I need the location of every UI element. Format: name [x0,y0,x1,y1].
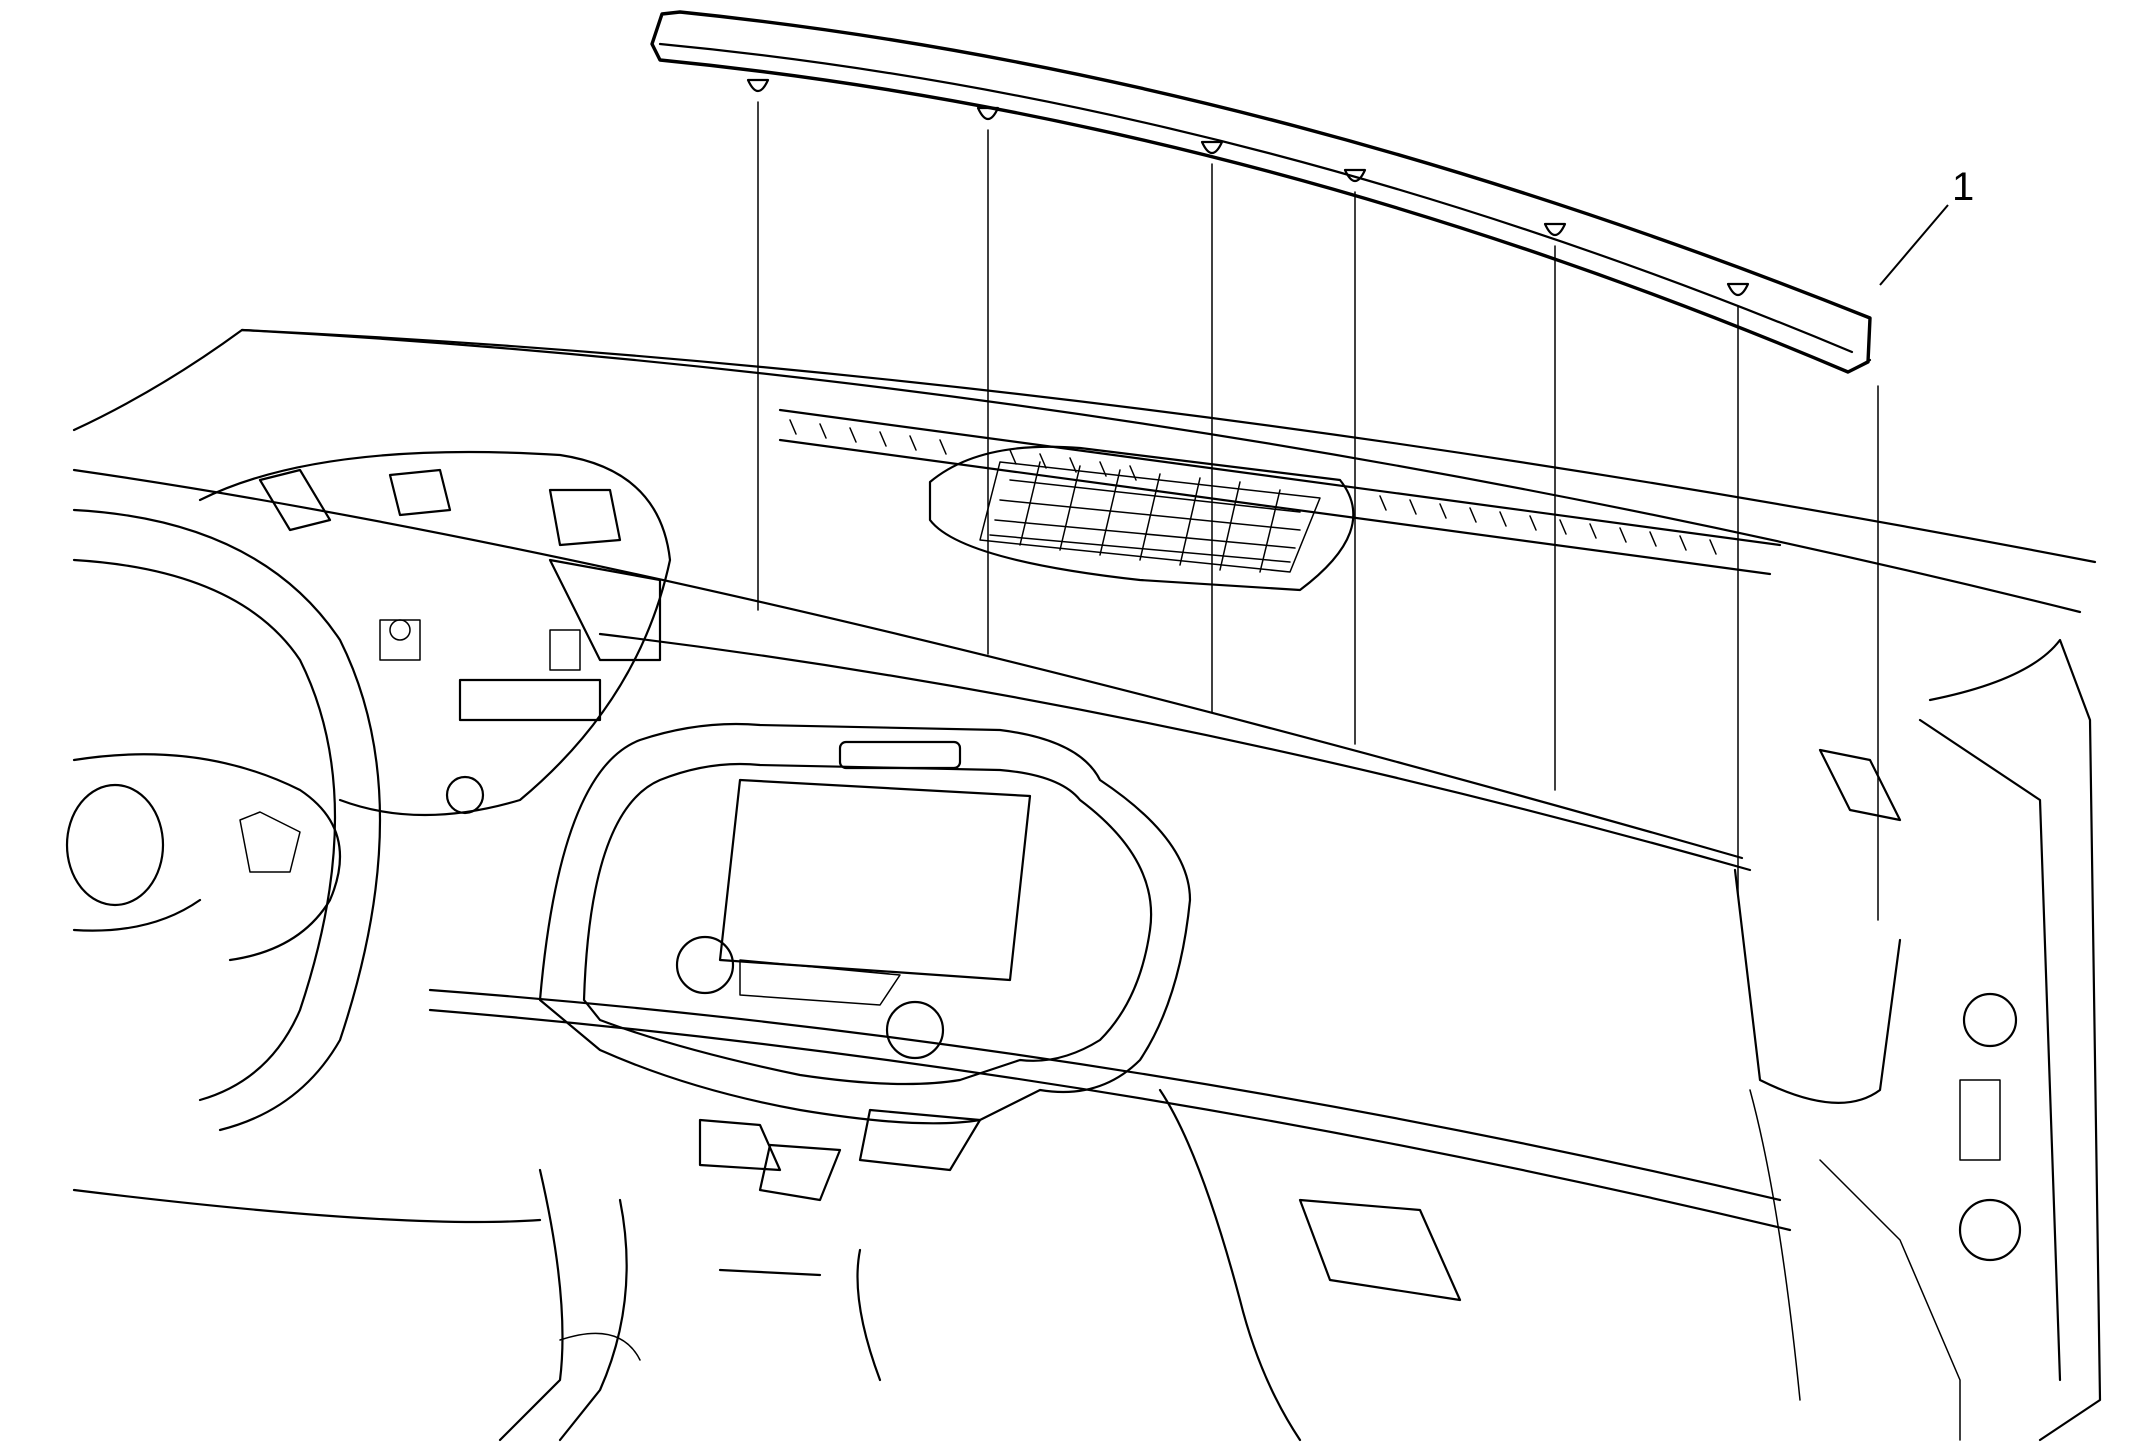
glove-box [718,1088,1462,1442]
right-side-panel [1733,638,2102,1442]
dashboard-outline [72,328,2097,1232]
defroster-grille [778,408,1782,576]
callout-1: 1 [1879,165,1974,286]
steering-wheel [65,508,382,1132]
clip-alignment-lines [757,101,1879,921]
upper-trim-panel [650,10,1872,374]
center-speaker-grille [928,445,1355,592]
center-stack [538,722,1192,1202]
center-console [498,1168,882,1442]
callout-label: 1 [1952,165,1974,209]
cluster-opening [198,450,672,817]
